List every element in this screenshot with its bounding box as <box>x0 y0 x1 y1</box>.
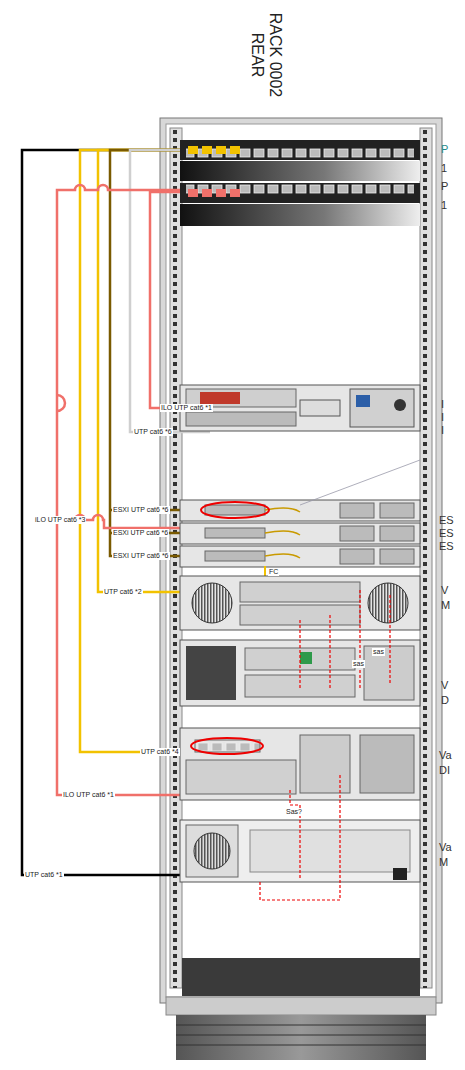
rack-title: RACK 0002 REAR <box>248 0 284 110</box>
cable-label: UTP cat6 *2 <box>103 588 143 596</box>
device-label: M <box>438 856 449 868</box>
device-label: Va <box>438 841 453 853</box>
cable-label: UTP cat6 *1 <box>24 871 64 879</box>
cable-label: ESXI UTP cat6 *6 <box>112 506 170 514</box>
cable-label: FC <box>268 568 279 576</box>
device-label: P <box>440 143 449 155</box>
device-label: V <box>440 584 449 596</box>
cable-label: ESXI UTP cat6 *6 <box>112 552 170 560</box>
device-label: D <box>440 694 450 706</box>
device-label: I <box>440 424 445 436</box>
cable-label: Sas? <box>285 808 303 816</box>
device-label: ES <box>438 514 455 526</box>
device-label: 1 <box>440 199 448 211</box>
cable-label: ILO UTP cat6 *1 <box>62 791 115 799</box>
cable-label: UTP cat6 *4 <box>140 748 180 756</box>
cable-label: iLO UTP cat6 *3 <box>34 516 86 524</box>
cable-label: sas <box>372 648 385 656</box>
cable-label: ESXi UTP cat6 *6 <box>112 529 169 537</box>
device-label: M <box>440 599 451 611</box>
cable-label: sas <box>352 660 365 668</box>
device-label: DI <box>438 764 451 776</box>
device-label: ES <box>438 540 455 552</box>
device-label: V <box>440 679 449 691</box>
device-label: P <box>440 180 449 192</box>
cable-label: UTP cat6 *6 <box>133 428 173 436</box>
device-label: Va <box>438 749 453 761</box>
device-label: I <box>440 398 445 410</box>
cable-label: ILO UTP cat6 *1 <box>160 404 213 412</box>
device-label: ES <box>438 527 455 539</box>
device-label: 1 <box>440 162 448 174</box>
device-label: I <box>440 411 445 423</box>
